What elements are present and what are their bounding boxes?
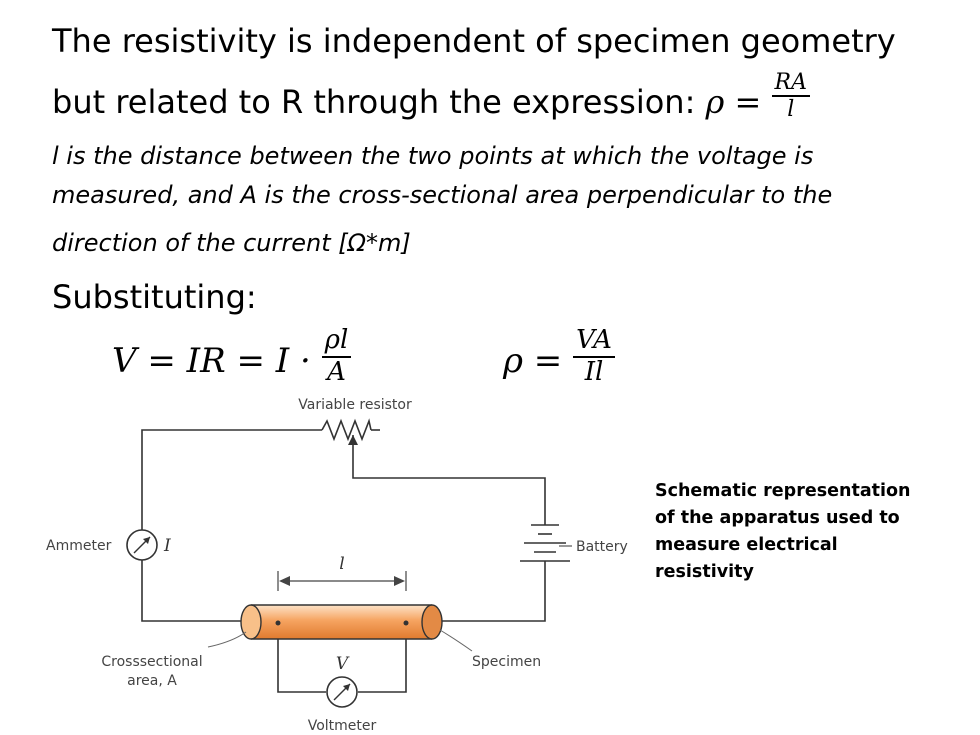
intro-line-2-text: but related to R through the expression: [52,82,696,121]
wire-voltmeter-right [358,629,407,693]
caption-line-4: resistivity [655,562,754,582]
rho2-fraction: VA Il [573,325,615,388]
wire-ammeter-specimen [141,554,250,622]
specimen-leader [439,629,473,652]
substitution-equations: V = IR = I · ρl A ρ = VA Il [0,320,980,390]
variable-resistor-zigzag [321,418,372,442]
v-lhs: V = IR = I · [112,340,311,381]
intro-line-2: but related to R through the expression:… [52,70,810,131]
resistivity-voltage-equation: ρ = VA Il [503,325,615,390]
voltage-symbol: V [336,654,350,674]
ammeter-needle-head [143,537,150,544]
length-arrow-left [279,576,290,586]
wire-slider-battery [352,443,546,525]
definition-line-1: l is the distance between the two points… [52,142,814,170]
rho2-lhs: ρ = [503,340,563,381]
rho-denominator: l [787,97,795,123]
probe-left [275,620,281,626]
resistivity-formula: ρ = RA l [705,70,810,122]
cross-section-label-line-1: Crosssectional [101,654,202,670]
variable-resistor-label: Variable resistor [298,397,412,413]
cross-section-label-line-2: area, A [127,673,177,689]
battery-label: Battery [576,539,628,555]
wire-left-top [141,429,322,536]
v-numerator: ρl [321,325,352,358]
circuit-wires [141,429,546,693]
substituting-heading: Substituting: [52,278,257,316]
caption-line-2: of the apparatus used to [655,508,900,528]
caption-line-3: measure electrical [655,535,838,555]
caption-line-1: Schematic representation [655,481,911,501]
ammeter-label: Ammeter [46,538,112,554]
voltmeter-label: Voltmeter [308,718,377,734]
specimen-rod-body [251,605,432,639]
voltage-equation: V = IR = I · ρl A [112,325,352,390]
figure-caption: Schematic representation of the apparatu… [655,478,935,586]
rho-fraction: RA l [771,70,810,123]
v-denominator: A [327,356,346,387]
voltmeter-needle-head [343,684,350,691]
length-arrow-right [394,576,405,586]
rho2-numerator: VA [573,325,615,358]
cross-section-end [240,604,262,640]
rho-lhs: ρ = [705,82,762,121]
length-marker [277,571,407,591]
cross-section-leader [207,631,247,648]
v-fraction: ρl A [321,325,352,388]
specimen-rod-right-end [421,604,443,640]
specimen-label: Specimen [472,654,541,670]
rho2-denominator: Il [584,356,604,387]
wire-voltmeter-left [277,629,326,693]
intro-line-1: The resistivity is independent of specim… [52,22,896,60]
battery-symbol [520,524,570,562]
variable-resistor-arrow [348,435,358,445]
wire-battery-specimen [440,561,546,622]
probe-right [403,620,409,626]
length-symbol: l [339,554,344,574]
current-symbol: I [163,536,171,556]
definition-line-3: direction of the current [Ω*m] [52,229,411,257]
apparatus-schematic: Variable resistor Ammeter I Battery l V … [46,397,628,734]
definition-line-2: measured, and A is the cross-sectional a… [52,181,833,209]
rho-numerator: RA [771,70,810,98]
